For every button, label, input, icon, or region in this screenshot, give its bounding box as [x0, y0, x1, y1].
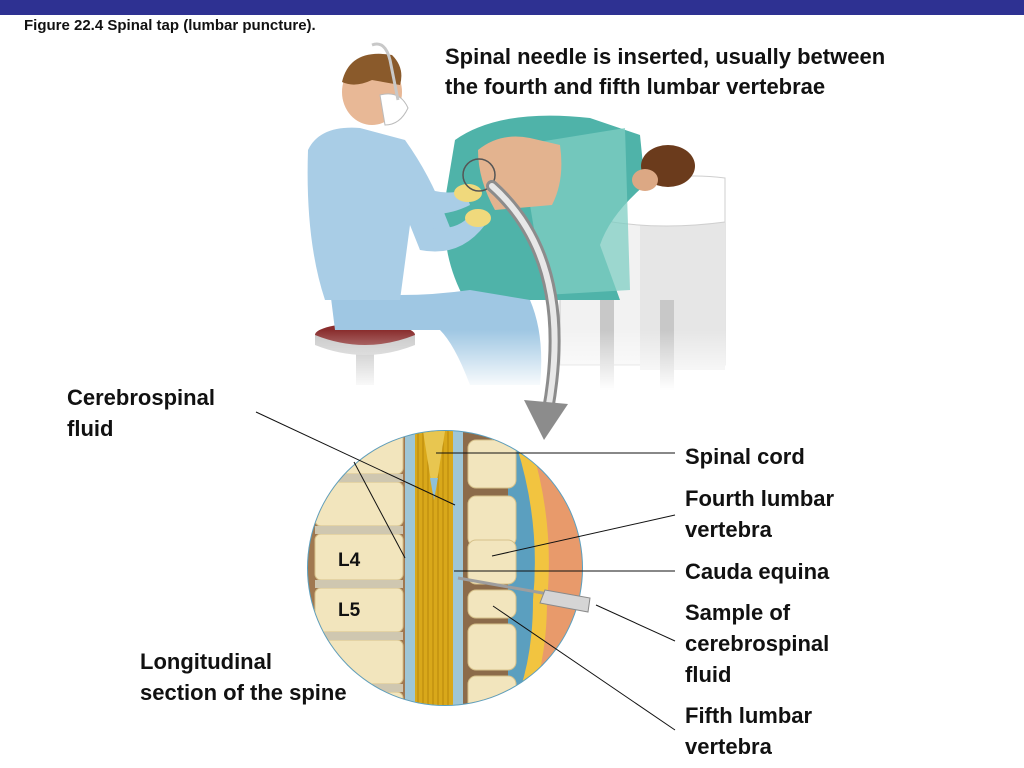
title-bar	[0, 0, 1024, 15]
leader-lines	[255, 411, 676, 731]
figure-description: Spinal needle is inserted, usually betwe…	[445, 44, 886, 99]
label-sample-of-csf: Sample of cerebrospinal fluid	[685, 600, 830, 687]
label-l4: L4	[338, 550, 361, 571]
callout-arrow	[486, 180, 568, 440]
label-spinal-cord: Spinal cord	[685, 444, 805, 469]
label-longitudinal-section: Longitudinal section of the spine	[140, 649, 347, 705]
figure-caption: Figure 22.4 Spinal tap (lumbar puncture)…	[24, 17, 316, 34]
label-cerebrospinal-fluid: Cerebrospinal fluid	[67, 385, 215, 441]
label-cauda-equina: Cauda equina	[685, 559, 830, 584]
label-l5: L5	[338, 600, 361, 621]
procedure-scene	[300, 42, 740, 390]
label-fifth-lumbar-vertebra: Fifth lumbar vertebra	[685, 703, 813, 759]
label-fourth-lumbar-vertebra: Fourth lumbar vertebra	[685, 486, 835, 542]
